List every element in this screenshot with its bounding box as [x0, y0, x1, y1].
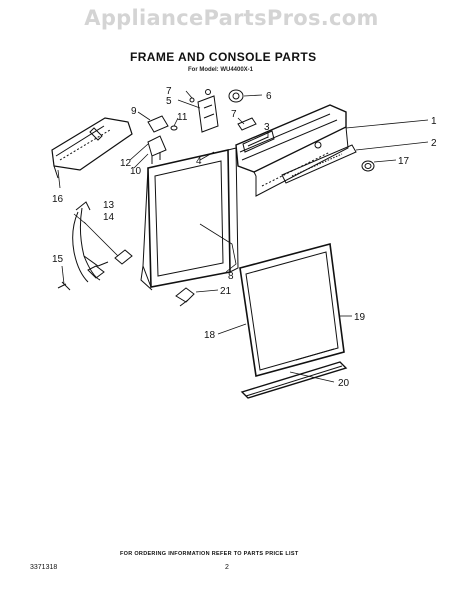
callout-21: 21: [220, 286, 232, 297]
callout-16: 16: [52, 194, 64, 205]
wire-harness-part: [57, 201, 133, 291]
callout-15: 15: [52, 254, 64, 265]
model-line: For Model: WU4400X-1: [188, 67, 254, 73]
callout-4: 4: [196, 156, 202, 167]
callout-14: 14: [103, 212, 115, 223]
callout-12: 12: [120, 158, 132, 169]
callout-3: 3: [264, 122, 270, 133]
callout-20: 20: [338, 378, 350, 389]
trim-strip-part: [240, 361, 348, 399]
ordering-note: FOR ORDERING INFORMATION REFER TO PARTS …: [120, 551, 299, 557]
watermark: AppliancePartsPros.com: [84, 6, 379, 30]
door-panel-part: [239, 242, 345, 378]
callout-8: 8: [228, 271, 234, 282]
callout-6: 6: [266, 91, 272, 102]
door-clip-part: [175, 287, 195, 307]
diagram-title: FRAME AND CONSOLE PARTS: [130, 50, 317, 64]
callout-7a: 7: [166, 86, 172, 97]
callout-18: 18: [204, 330, 216, 341]
knob-part: [361, 160, 375, 172]
label-plate-part: [281, 144, 357, 184]
callout-10: 10: [130, 166, 142, 177]
leader-lines: [57, 90, 429, 383]
hinge-bracket-part: [197, 89, 219, 133]
callout-7b: 7: [231, 109, 237, 120]
console-panel-part: [235, 104, 349, 197]
callout-5: 5: [166, 96, 172, 107]
callout-11: 11: [177, 112, 188, 123]
document-number: 3371318: [30, 564, 58, 571]
side-bracket-part: [51, 117, 133, 179]
callout-17: 17: [398, 156, 410, 167]
callout-1: 1: [431, 116, 437, 127]
door-frame-part: [140, 147, 239, 291]
dial-part: [228, 89, 244, 103]
callout-2: 2: [431, 138, 437, 149]
control-board-part: [242, 130, 275, 153]
page-number: 2: [225, 564, 229, 571]
callout-13: 13: [103, 200, 115, 211]
callout-9: 9: [131, 106, 137, 117]
callout-19: 19: [354, 312, 366, 323]
switch-assembly-part: [147, 115, 178, 164]
